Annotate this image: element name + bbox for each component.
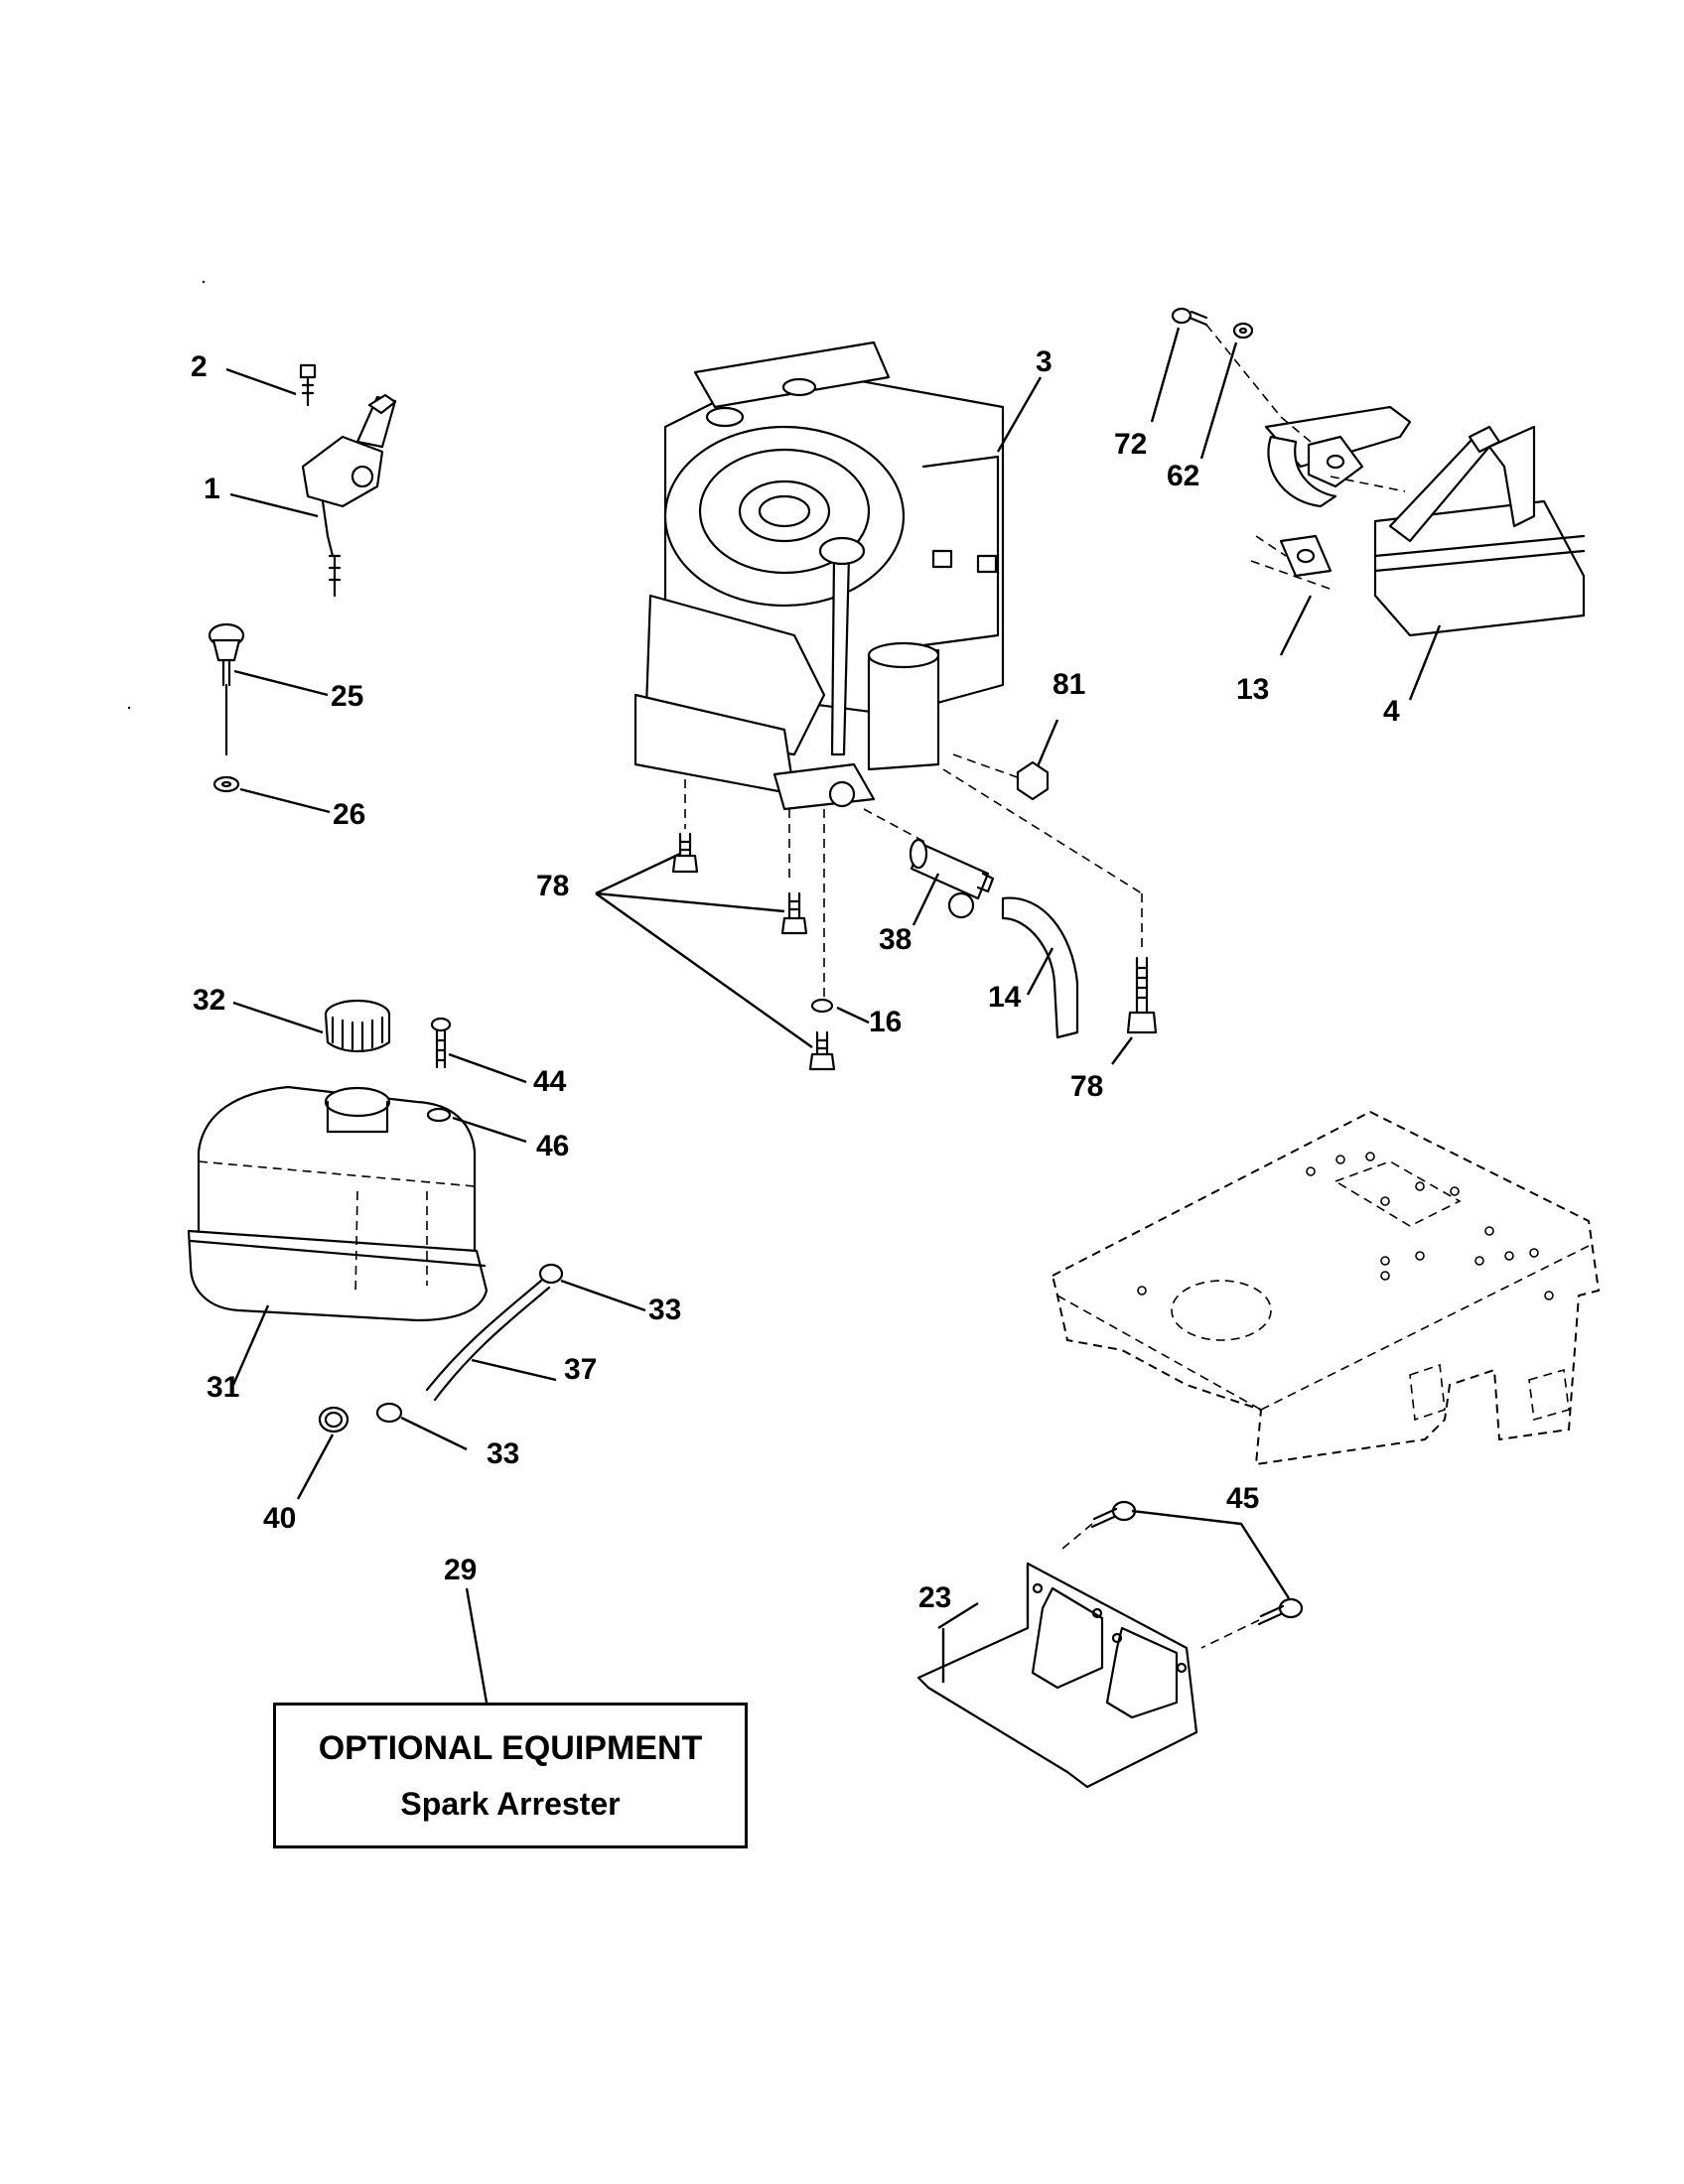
callout-62: 62 [1167, 460, 1200, 492]
callout-16: 16 [869, 1006, 903, 1038]
callout-40: 40 [263, 1502, 297, 1535]
callout-23: 23 [918, 1581, 952, 1614]
callout-72: 72 [1114, 428, 1148, 461]
callout-78-right: 78 [1070, 1070, 1104, 1103]
fuel-tank [187, 999, 527, 1386]
optional-equipment-leader [465, 1587, 489, 1704]
callout-37: 37 [564, 1353, 598, 1386]
speck [127, 706, 131, 710]
fuel-line [296, 1263, 646, 1500]
callout-78-left: 78 [536, 870, 570, 902]
frame [1051, 1110, 1601, 1466]
callout-33-upper: 33 [648, 1294, 682, 1326]
throttle-control [225, 363, 397, 598]
choke-knob [208, 622, 331, 814]
speck [202, 280, 206, 284]
callout-31: 31 [207, 1371, 240, 1404]
engine [633, 341, 1143, 1018]
callout-13: 13 [1236, 673, 1270, 706]
callout-81: 81 [1052, 668, 1086, 701]
spark-arrester-label: Spark Arrester [400, 1785, 621, 1822]
callout-33-lower: 33 [487, 1437, 520, 1470]
callout-4: 4 [1383, 695, 1400, 728]
fuel-filter [909, 719, 1079, 1039]
heat-shield [916, 1500, 1304, 1789]
optional-equipment-title: OPTIONAL EQUIPMENT [318, 1728, 703, 1767]
muffler [1150, 307, 1586, 701]
callout-38: 38 [879, 923, 912, 956]
engine-bolts [595, 832, 1158, 1071]
callout-45: 45 [1226, 1482, 1260, 1515]
callout-1: 1 [204, 473, 220, 505]
callout-29: 29 [444, 1554, 478, 1586]
callout-46: 46 [536, 1130, 570, 1162]
callout-25: 25 [331, 680, 364, 713]
callout-32: 32 [193, 984, 226, 1017]
callout-2: 2 [191, 350, 208, 383]
optional-equipment-box: OPTIONAL EQUIPMENT Spark Arrester [273, 1703, 748, 1848]
callout-14: 14 [988, 981, 1022, 1014]
callout-44: 44 [533, 1065, 567, 1098]
callout-26: 26 [333, 798, 366, 831]
callout-3: 3 [1036, 345, 1052, 378]
